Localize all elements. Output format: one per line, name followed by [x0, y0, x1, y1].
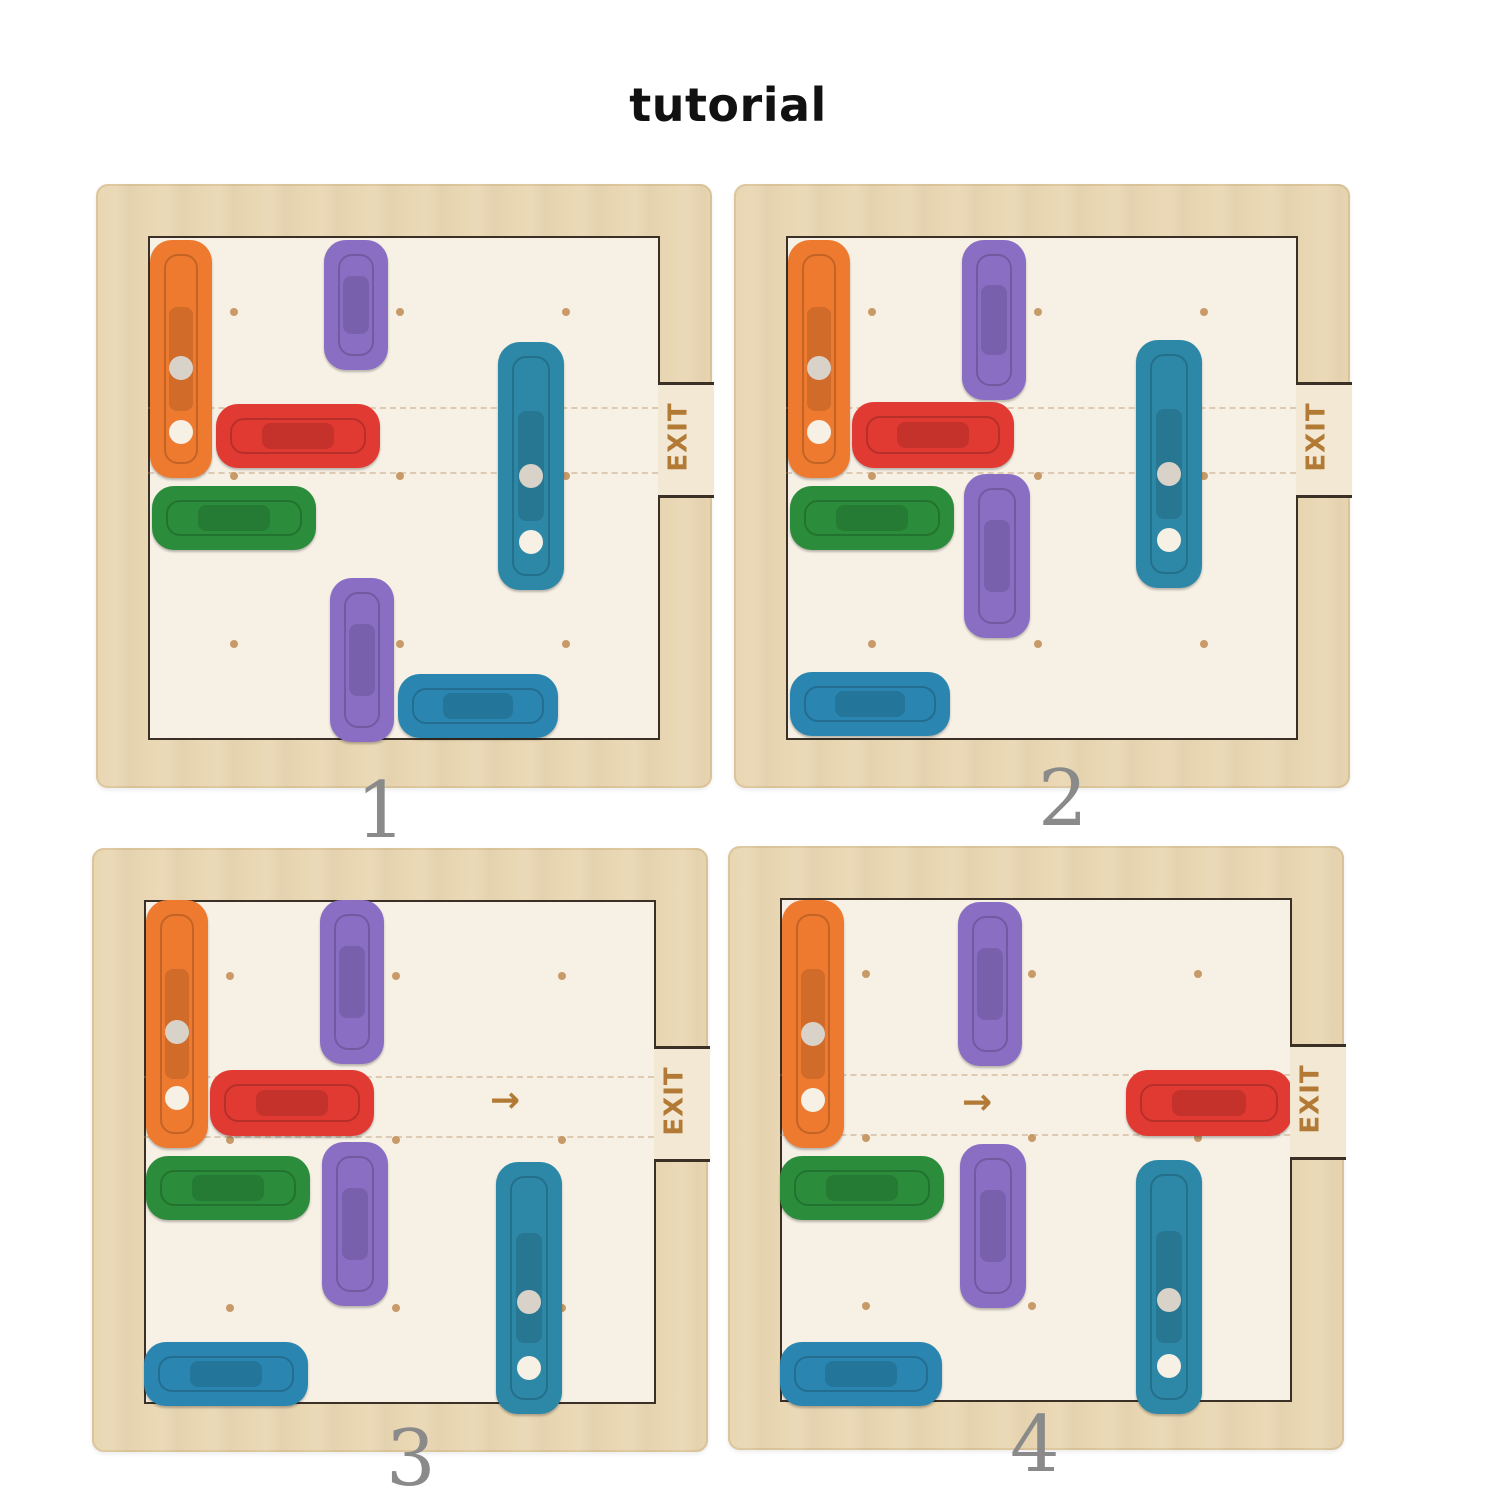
- car-icon-purple[interactable]: [324, 240, 388, 370]
- peg: [558, 1304, 566, 1312]
- car-icon-purple[interactable]: [320, 900, 384, 1064]
- peg: [562, 640, 570, 648]
- peg: [226, 1136, 234, 1144]
- exit-notch: [654, 1046, 710, 1162]
- car-icon-green[interactable]: [152, 486, 316, 550]
- dashed-guide: [148, 407, 658, 409]
- arrow-right-icon: →: [490, 1080, 521, 1121]
- car-icon-red[interactable]: [216, 404, 380, 468]
- tutorial-board-3: → EXIT: [92, 848, 710, 1452]
- car-icon-purple[interactable]: [958, 902, 1022, 1066]
- peg: [1034, 472, 1042, 480]
- peg: [862, 1302, 870, 1310]
- peg: [562, 472, 570, 480]
- car-icon-purple-2[interactable]: [330, 578, 394, 742]
- play-area: →: [144, 900, 656, 1414]
- dashed-guide: [786, 407, 1296, 409]
- exit-label: EXIT: [1302, 402, 1332, 472]
- peg: [392, 1136, 400, 1144]
- peg: [396, 472, 404, 480]
- car-icon-blue[interactable]: [790, 672, 950, 736]
- car-icon-green[interactable]: [790, 486, 954, 550]
- peg: [868, 472, 876, 480]
- peg: [862, 970, 870, 978]
- step-number-4: 4: [1010, 1400, 1060, 1490]
- peg: [868, 308, 876, 316]
- peg: [230, 308, 238, 316]
- peg: [862, 1134, 870, 1142]
- tutorial-board-4: → EXIT: [728, 846, 1346, 1450]
- peg: [562, 308, 570, 316]
- peg: [226, 1304, 234, 1312]
- peg: [392, 1304, 400, 1312]
- peg: [396, 640, 404, 648]
- dashed-guide: [780, 1074, 1290, 1076]
- tutorial-board-2: EXIT: [734, 184, 1352, 788]
- dashed-guide: [144, 1076, 654, 1078]
- peg: [558, 1136, 566, 1144]
- peg: [1200, 308, 1208, 316]
- peg: [226, 972, 234, 980]
- car-icon-blue[interactable]: [780, 1342, 942, 1406]
- peg: [230, 472, 238, 480]
- peg: [230, 640, 238, 648]
- peg: [1028, 1134, 1036, 1142]
- car-icon-green[interactable]: [146, 1156, 310, 1220]
- car-icon-green[interactable]: [780, 1156, 944, 1220]
- car-icon-purple[interactable]: [962, 240, 1026, 400]
- car-icon-teal[interactable]: [496, 1162, 562, 1414]
- peg: [1028, 1302, 1036, 1310]
- exit-notch: [1296, 382, 1352, 498]
- car-icon-purple-2[interactable]: [960, 1144, 1026, 1308]
- car-icon-teal[interactable]: [498, 342, 564, 590]
- step-number-1: 1: [356, 766, 406, 856]
- peg: [1194, 970, 1202, 978]
- car-icon-purple-2[interactable]: [322, 1142, 388, 1306]
- tutorial-board-1: EXIT: [96, 184, 714, 788]
- peg: [1034, 308, 1042, 316]
- car-icon-red[interactable]: [210, 1070, 374, 1136]
- peg: [392, 972, 400, 980]
- play-area: →: [780, 898, 1292, 1414]
- peg: [558, 972, 566, 980]
- car-icon-red[interactable]: [1126, 1070, 1292, 1136]
- peg: [396, 308, 404, 316]
- peg: [868, 640, 876, 648]
- car-icon-orange[interactable]: [788, 240, 850, 478]
- peg: [1034, 640, 1042, 648]
- exit-label: EXIT: [660, 1066, 690, 1136]
- play-area: [148, 236, 660, 742]
- car-icon-teal[interactable]: [1136, 340, 1202, 588]
- step-number-3: 3: [386, 1414, 436, 1504]
- step-number-2: 2: [1038, 754, 1088, 844]
- car-icon-blue[interactable]: [144, 1342, 308, 1406]
- peg: [1028, 970, 1036, 978]
- car-icon-teal[interactable]: [1136, 1160, 1202, 1414]
- play-area: [786, 236, 1298, 740]
- car-icon-red[interactable]: [852, 402, 1014, 468]
- car-icon-orange[interactable]: [150, 240, 212, 478]
- car-icon-orange[interactable]: [146, 900, 208, 1148]
- peg: [1200, 472, 1208, 480]
- car-icon-blue[interactable]: [398, 674, 558, 738]
- peg: [1200, 640, 1208, 648]
- exit-label: EXIT: [664, 402, 694, 472]
- exit-label: EXIT: [1296, 1064, 1326, 1134]
- peg: [1194, 1134, 1202, 1142]
- exit-notch: [1290, 1044, 1346, 1160]
- car-icon-orange[interactable]: [782, 900, 844, 1148]
- exit-notch: [658, 382, 714, 498]
- arrow-right-icon: →: [962, 1082, 993, 1123]
- page-title: tutorial: [629, 78, 827, 132]
- car-icon-purple-2[interactable]: [964, 474, 1030, 638]
